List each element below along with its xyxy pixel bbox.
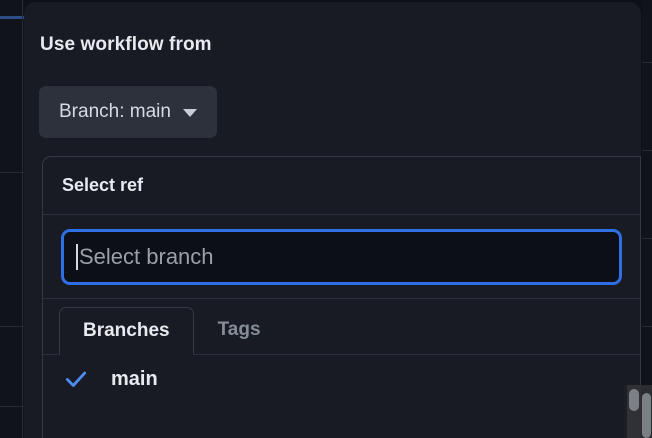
select-ref-title: Select ref <box>62 175 144 195</box>
background-divider <box>642 326 652 327</box>
tab-tags[interactable]: Tags <box>194 306 285 354</box>
branch-selector-button[interactable]: Branch: main <box>39 86 217 138</box>
tab-branches[interactable]: Branches <box>59 307 194 355</box>
ref-type-tabs: Branches Tags <box>43 299 640 355</box>
background-column-edge <box>22 0 23 438</box>
list-item-label: main <box>111 367 158 390</box>
background-accent-line <box>0 16 24 19</box>
page-title: Use workflow from <box>40 34 212 55</box>
select-ref-search-row: Select branch <box>43 215 640 299</box>
search-input[interactable]: Select branch <box>61 229 622 285</box>
background-divider <box>0 406 24 407</box>
background-divider <box>642 150 652 151</box>
page-background-left <box>0 0 24 438</box>
text-cursor <box>76 244 78 270</box>
page-background-right <box>642 0 652 438</box>
popover-scrollbar[interactable] <box>627 385 641 438</box>
list-item[interactable]: main <box>43 355 640 403</box>
branch-selector-label: Branch: main <box>59 101 171 122</box>
page-scrollbar-thumb[interactable] <box>642 393 651 438</box>
background-divider <box>0 172 24 173</box>
background-divider <box>642 62 652 63</box>
tab-tags-label: Tags <box>217 319 261 340</box>
check-icon <box>65 371 87 387</box>
page-scrollbar[interactable] <box>641 385 652 438</box>
search-input-placeholder: Select branch <box>79 244 214 269</box>
run-workflow-dialog: Use workflow from Branch: main Select re… <box>24 2 641 438</box>
scrollbar-gap <box>624 385 627 438</box>
background-divider <box>642 238 652 239</box>
popover-scrollbar-thumb[interactable] <box>629 389 639 411</box>
select-ref-popover: Select ref Select branch Branches Tags <box>42 156 641 438</box>
chevron-down-icon <box>182 109 197 117</box>
background-divider <box>0 326 24 327</box>
select-ref-header: Select ref <box>43 157 640 215</box>
branch-list: main <box>43 355 640 403</box>
tab-branches-label: Branches <box>83 320 170 341</box>
